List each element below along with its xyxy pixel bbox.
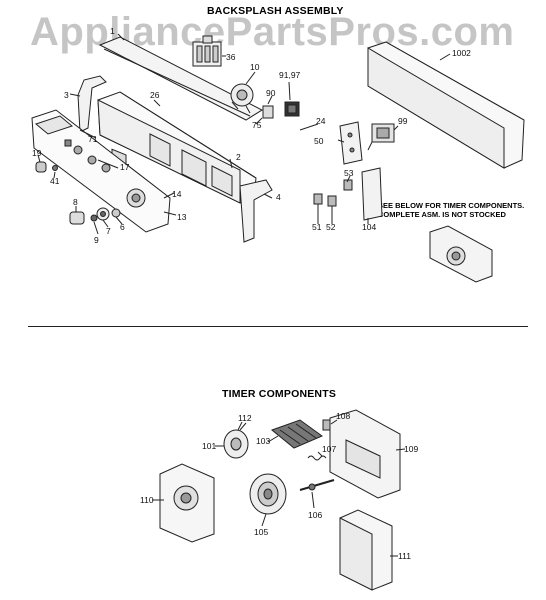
label-part-71: 71	[88, 134, 98, 144]
label-part-17: 17	[120, 162, 130, 172]
label-part-50: 50	[314, 136, 324, 146]
label-part-112: 112	[238, 413, 252, 423]
label-part-91-97: 91,97	[279, 70, 301, 80]
label-part-109: 109	[404, 444, 418, 454]
label-part-110: 110	[140, 495, 154, 505]
label-part-10: 10	[250, 62, 260, 72]
label-part-24: 24	[316, 116, 326, 126]
label-part-36: 36	[226, 52, 236, 62]
small-knob	[35, 161, 58, 173]
label-part-7: 7	[106, 226, 111, 236]
terminal-block	[192, 35, 222, 67]
timer-components-title: TIMER COMPONENTS	[222, 388, 337, 400]
timer-note-line-2: COMPLETE ASM. IS NOT STOCKED	[378, 210, 506, 219]
push-switch	[262, 101, 300, 119]
label-part-99: 99	[398, 116, 408, 126]
clip-set	[313, 179, 353, 207]
label-part-51: 51	[312, 222, 322, 232]
label-part-13: 13	[177, 212, 187, 222]
timer-shaft	[299, 479, 335, 491]
label-part-8: 8	[73, 197, 78, 207]
strap-bracket	[361, 167, 383, 221]
mounting-bracket	[339, 121, 363, 165]
timer-cover	[339, 509, 393, 591]
top-trim-strip	[98, 36, 264, 121]
label-part-53: 53	[344, 168, 354, 178]
control-knob	[69, 207, 121, 225]
label-part-105: 105	[254, 527, 268, 537]
label-part-19: 19	[32, 148, 42, 158]
label-part-75: 75	[252, 120, 262, 130]
label-part-111: 111	[398, 551, 411, 561]
front-control-panel	[31, 109, 171, 233]
label-part-52: 52	[326, 222, 336, 232]
label-part-6: 6	[120, 222, 125, 232]
leader-lines-top	[37, 33, 451, 235]
label-part-1: 1	[110, 26, 115, 36]
part-number-labels: 1 36 10 91,97 90 75 26 3 71 17 19 41 2 1…	[32, 26, 471, 561]
timer-frame-bracket	[329, 409, 401, 499]
timer-motor	[223, 421, 249, 459]
label-part-106: 106	[308, 510, 322, 520]
section-divider	[28, 326, 528, 327]
label-part-103: 103	[256, 436, 270, 446]
timer-assembly	[429, 225, 493, 283]
timer-note-line-1: SEE BELOW FOR TIMER COMPONENTS.	[378, 201, 525, 210]
label-part-3: 3	[64, 90, 69, 100]
label-part-101: 101	[202, 441, 216, 451]
label-part-4: 4	[276, 192, 281, 202]
backsplash-assembly-title: BACKSPLASH ASSEMBLY	[207, 5, 344, 17]
leader-lines-timer	[152, 419, 406, 557]
rotary-switch	[230, 83, 254, 114]
end-cap	[239, 179, 273, 243]
label-part-9: 9	[94, 235, 99, 245]
label-part-26: 26	[150, 90, 160, 100]
relay	[367, 123, 395, 151]
label-part-104: 104	[362, 222, 376, 232]
rear-cover	[367, 41, 525, 169]
spring	[307, 455, 327, 461]
timer-note: SEE BELOW FOR TIMER COMPONENTS. COMPLETE…	[378, 201, 524, 219]
backsplash-console	[97, 91, 257, 204]
label-part-107: 107	[322, 444, 336, 454]
label-part-108: 108	[336, 411, 350, 421]
label-part-1002: 1002	[452, 48, 471, 58]
label-part-14: 14	[172, 189, 182, 199]
label-part-2: 2	[236, 152, 241, 162]
contact-block	[270, 419, 324, 449]
cam-wheel	[249, 473, 287, 515]
label-part-90: 90	[266, 88, 276, 98]
cam-housing	[159, 463, 215, 543]
label-part-41: 41	[50, 176, 60, 186]
